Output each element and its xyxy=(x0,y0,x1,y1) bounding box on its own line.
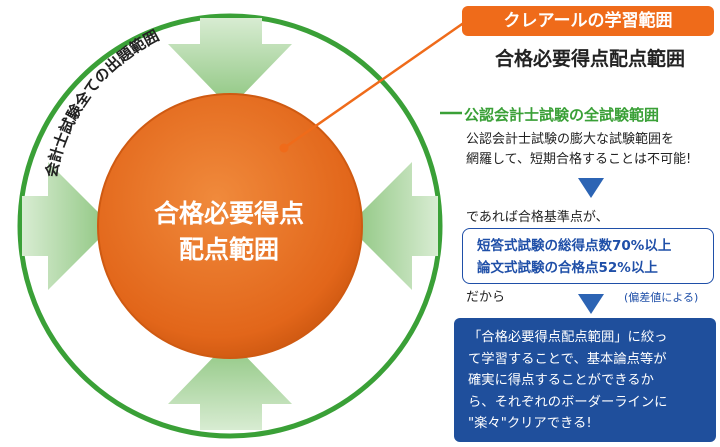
full-exam-range-heading: 公認会計士試験の全試験範囲 xyxy=(464,106,660,124)
required-score-range-title: 合格必要得点配点範囲 xyxy=(494,48,685,70)
orange-leader-dot xyxy=(279,143,289,153)
arrow-bottom xyxy=(168,340,292,430)
deviation-note: (偏差値による) xyxy=(624,291,699,304)
arrow-right xyxy=(348,162,438,290)
orange-leader-line xyxy=(283,20,466,150)
criteria-line2: 論文式試験の合格点52%以上 xyxy=(477,260,658,276)
outer-range-circle xyxy=(17,13,443,439)
lead-text: であれば合格基準点が、 xyxy=(466,210,609,225)
arrow-top xyxy=(168,18,292,108)
conclusion-line3: 確実に得点することができるか xyxy=(468,373,654,388)
core-range-circle xyxy=(97,93,363,359)
conclusion-line1: 「合格必要得点配点範囲」に絞っ xyxy=(468,330,668,345)
conclusion-line2: て学習することで、基本論点等が xyxy=(468,351,667,367)
down-arrow-2 xyxy=(578,294,604,314)
core-range-line1: 合格必要得点 xyxy=(153,199,304,228)
dakara-text: だから xyxy=(466,290,506,305)
core-range-label: 合格必要得点 配点範囲 xyxy=(94,196,364,268)
conclusion-line5: "楽々"クリアできる! xyxy=(468,416,592,431)
criteria-box: 短答式試験の総得点数70%以上 論文式試験の合格点52%以上 xyxy=(462,228,714,284)
conclusion-box: 「合格必要得点配点範囲」に絞っ て学習することで、基本論点等が 確実に得点するこ… xyxy=(454,318,716,442)
criteria-line1: 短答式試験の総得点数70%以上 xyxy=(477,238,672,254)
description-line2: 網羅して、短期合格することは不可能! xyxy=(466,152,692,167)
description-line1: 公認会計士試験の膨大な試験範囲を xyxy=(466,132,675,147)
arrow-left xyxy=(22,162,112,290)
description: 公認会計士試験の膨大な試験範囲を 網羅して、短期合格することは不可能! xyxy=(466,130,716,170)
down-arrow-1 xyxy=(578,178,604,198)
core-range-line2: 配点範囲 xyxy=(178,235,279,264)
study-range-tag: クレアールの学習範囲 xyxy=(462,6,714,36)
inward-arrows xyxy=(22,18,438,430)
conclusion-line4: ら、それぞれのボーダーラインに xyxy=(468,394,668,410)
